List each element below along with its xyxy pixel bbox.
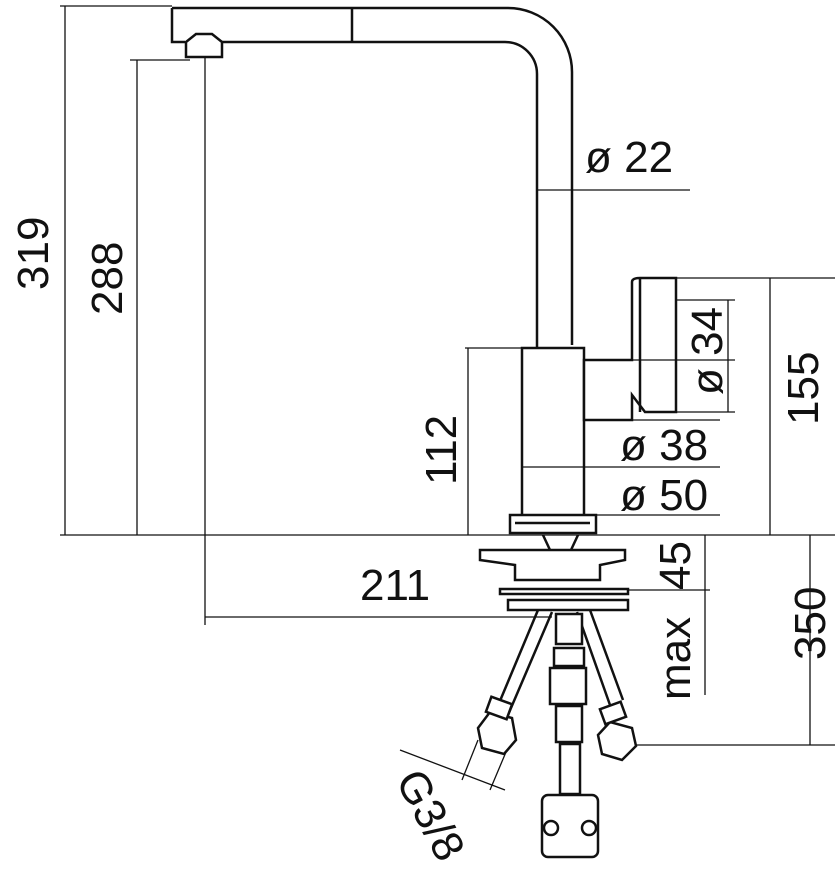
mixer-body: [508, 276, 678, 535]
dim-thread-g38: G3/8: [386, 762, 474, 869]
aerator-nozzle: [184, 32, 224, 59]
mounting-kit: [476, 534, 638, 859]
dim-350: 350: [786, 587, 835, 660]
lever-handle: [582, 276, 678, 422]
dim-diameter-22: ø 22: [585, 133, 673, 182]
dim-diameter-38: ø 38: [620, 421, 708, 470]
dim-45: 45: [651, 541, 700, 590]
dim-112: 112: [417, 415, 466, 485]
dim-diameter-50: ø 50: [620, 471, 708, 520]
dim-211: 211: [360, 561, 430, 610]
dim-diameter-34: ø 34: [683, 307, 732, 395]
dim-155: 155: [779, 352, 828, 425]
spout: [170, 6, 574, 348]
dim-max: max: [651, 617, 700, 700]
dim-288: 288: [83, 242, 132, 315]
dim-319: 319: [9, 217, 58, 290]
cartridge-clip: [540, 793, 600, 859]
hose-nut-right: [596, 700, 638, 762]
dimension-lines: [60, 5, 835, 791]
hose-nut-left: [476, 695, 518, 756]
